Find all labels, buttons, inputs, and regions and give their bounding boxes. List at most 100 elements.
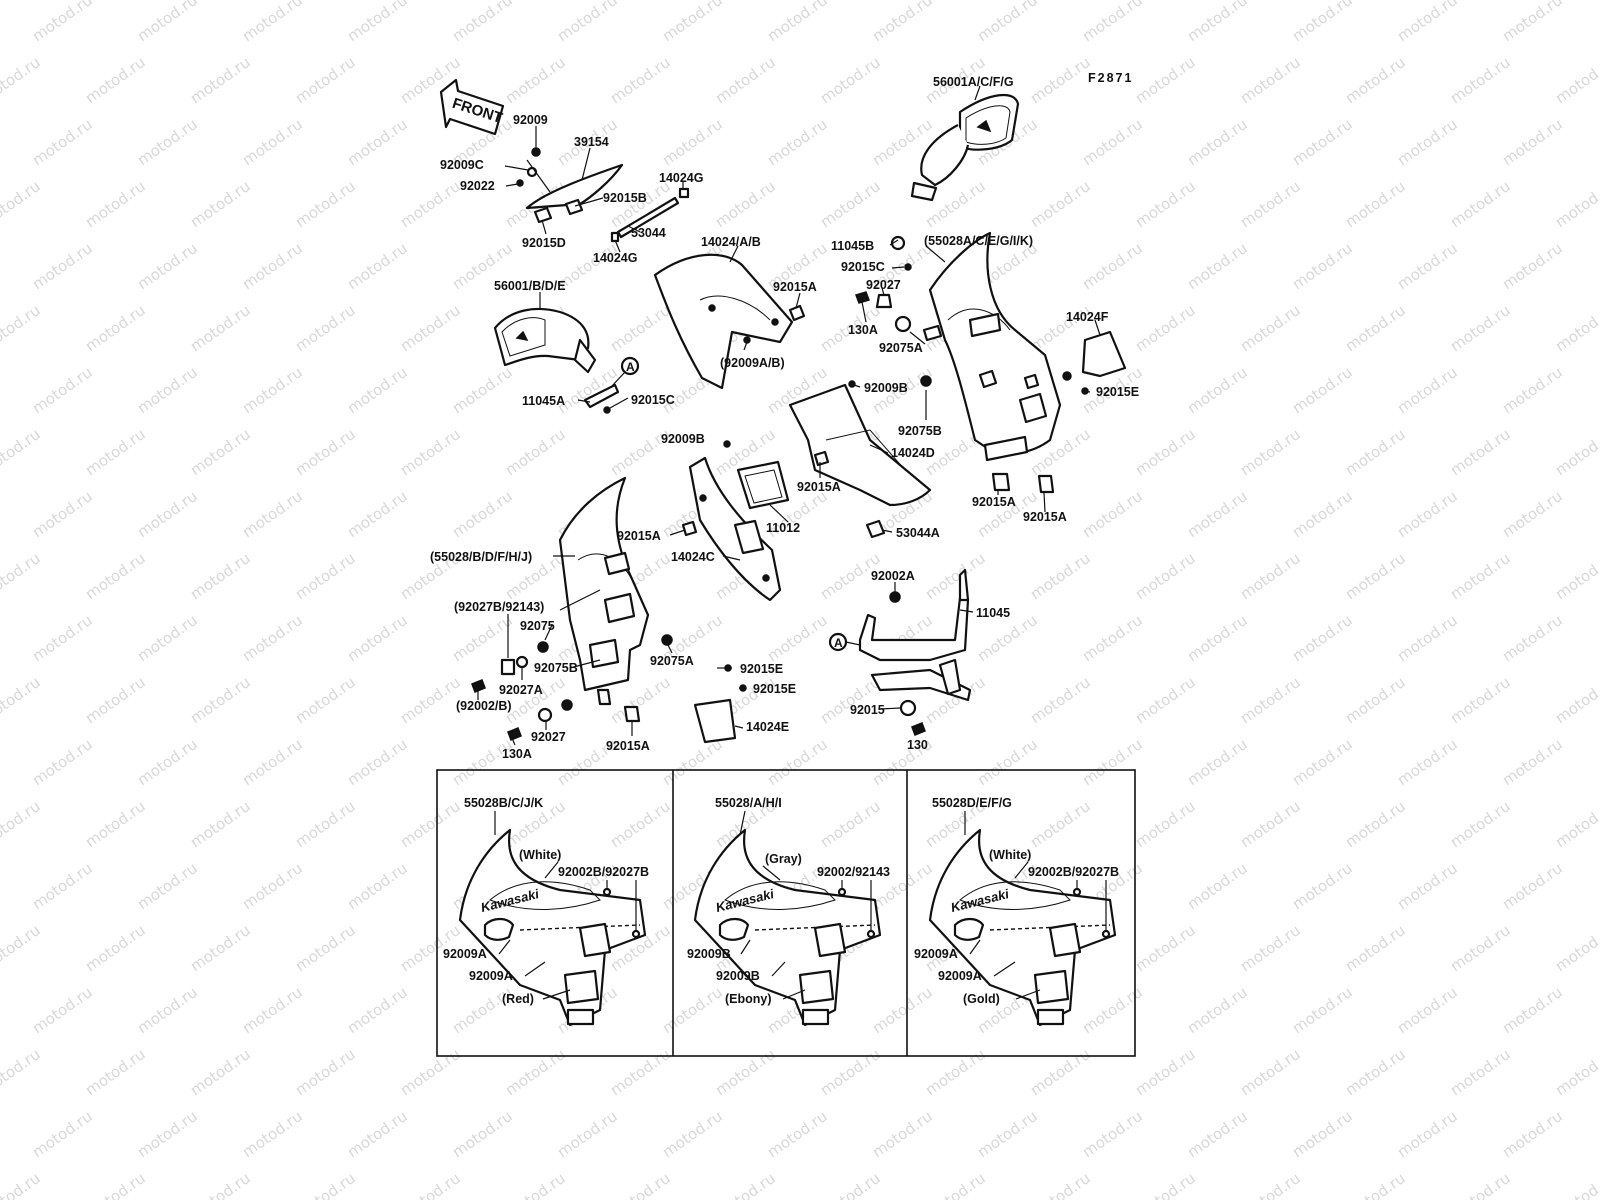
variant-3-screw-b: 92009A	[938, 969, 982, 983]
variant-2-color-bottom: (Ebony)	[725, 992, 772, 1006]
label-14024g-b: 14024G	[593, 251, 637, 265]
watermark-text: motod.ru	[764, 115, 831, 169]
watermark-text: motod.ru	[1342, 177, 1409, 231]
watermark-text: motod.ru	[607, 1045, 674, 1099]
front-arrow-icon: FRONT	[439, 78, 504, 136]
label-92027a: 92027A	[499, 683, 543, 697]
label-92009c: 92009C	[440, 158, 484, 172]
watermark-text: motod.ru	[1447, 921, 1514, 975]
watermark-text: motod.ru	[1552, 549, 1600, 603]
variant-3-screw-a: 92009A	[914, 947, 958, 961]
label-92015a-f: 92015A	[606, 739, 650, 753]
label-92015a-c: 92015A	[972, 495, 1016, 509]
watermark-text: motod.ru	[1027, 797, 1094, 851]
label-55028-lh: (55028/B/D/F/H/J)	[430, 550, 532, 564]
watermark-text: motod.ru	[712, 177, 779, 231]
watermark-text: motod.ru	[764, 735, 831, 789]
label-92015a-d: 92015A	[1023, 510, 1067, 524]
watermark-text: motod.ru	[344, 239, 411, 293]
watermark-text: motod.ru	[82, 177, 149, 231]
watermark-text: motod.ru	[82, 301, 149, 355]
watermark-text: motod.ru	[1447, 1045, 1514, 1099]
watermark-text: motod.ru	[1342, 301, 1409, 355]
watermark-text: motod.ru	[1237, 53, 1304, 107]
watermark-text: motod.ru	[1237, 673, 1304, 727]
watermark-text: motod.ru	[82, 921, 149, 975]
watermark-text: motod.ru	[292, 673, 359, 727]
watermark-text: motod.ru	[134, 0, 201, 45]
watermark-text: motod.ru	[449, 487, 516, 541]
watermark-text: motod.ru	[344, 859, 411, 913]
watermark-text: motod.ru	[1132, 797, 1199, 851]
watermark-text: motod.ru	[922, 1045, 989, 1099]
watermark-text: motod.ru	[1394, 735, 1461, 789]
watermark-text: motod.ru	[29, 115, 96, 169]
watermark-text: motod.ru	[1552, 425, 1600, 479]
watermark-text: motod.ru	[239, 239, 306, 293]
watermark-text: motod.ru	[1289, 1107, 1356, 1161]
watermark-text: motod.ru	[1552, 53, 1600, 107]
label-92075b-b: 92075B	[534, 661, 578, 675]
watermark-text: motod.ru	[1237, 301, 1304, 355]
watermark-text: motod.ru	[974, 1107, 1041, 1161]
watermark-text: motod.ru	[1394, 0, 1461, 45]
watermark-text: motod.ru	[1499, 983, 1566, 1037]
watermark-text: motod.ru	[1447, 549, 1514, 603]
watermark-text: motod.ru	[817, 673, 884, 727]
watermark-text: motod.ru	[1499, 611, 1566, 665]
watermark-text: motod.ru	[659, 983, 726, 1037]
fasteners-right-drawing	[848, 235, 1089, 494]
variant-panel-2: Kawasaki 55028/A/H/I (Gray) 92002/92143 …	[687, 796, 890, 1027]
watermark-text: motod.ru	[607, 797, 674, 851]
label-130: 130	[907, 738, 928, 752]
watermark-text: motod.ru	[502, 53, 569, 107]
watermark-text: motod.ru	[502, 425, 569, 479]
watermark-text: motod.ru	[1184, 735, 1251, 789]
variant-3-color-top: (White)	[989, 848, 1031, 862]
watermark-text: motod.ru	[869, 983, 936, 1037]
watermark-text: motod.ru	[1552, 673, 1600, 727]
watermark-text: motod.ru	[344, 735, 411, 789]
watermark-text: motod.ru	[82, 425, 149, 479]
label-92075a-a: 92075A	[879, 341, 923, 355]
watermark-text: motod.ru	[397, 177, 464, 231]
watermark-text: motod.ru	[1342, 53, 1409, 107]
watermark-text: motod.ru	[502, 1169, 569, 1200]
watermark-text: motod.ru	[1499, 1107, 1566, 1161]
watermark-text: motod.ru	[187, 921, 254, 975]
label-14024f: 14024F	[1066, 310, 1109, 324]
watermark-text: motod.ru	[0, 1045, 44, 1099]
watermark-text: motod.ru	[82, 1045, 149, 1099]
label-92002b: (92002/B)	[456, 699, 512, 713]
watermark-text: motod.ru	[1289, 0, 1356, 45]
variant-panels: Kawasaki 55028B/C/J/K (White) 92002B/920…	[436, 769, 1136, 1057]
label-14024g-a: 14024G	[659, 171, 703, 185]
watermark-text: motod.ru	[1132, 53, 1199, 107]
watermark-text: motod.ru	[29, 859, 96, 913]
watermark-text: motod.ru	[1079, 0, 1146, 45]
watermark-text: motod.ru	[397, 425, 464, 479]
watermark-text: motod.ru	[239, 735, 306, 789]
variant-1-part: 55028B/C/J/K	[464, 796, 543, 810]
label-92027-b: 92027	[531, 730, 566, 744]
watermark-text: motod.ru	[1342, 1045, 1409, 1099]
label-92022: 92022	[460, 179, 495, 193]
watermark-text: motod.ru	[134, 487, 201, 541]
label-14024c: 14024C	[671, 550, 715, 564]
watermark-text: motod.ru	[292, 53, 359, 107]
watermark-text: motod.ru	[292, 425, 359, 479]
watermark-text: motod.ru	[1079, 1107, 1146, 1161]
watermark-text: motod.ru	[344, 1107, 411, 1161]
trim-strip-drawing	[610, 187, 690, 243]
watermark-text: motod.ru	[1552, 1045, 1600, 1099]
watermark-text: motod.ru	[659, 1107, 726, 1161]
watermark-text: motod.ru	[239, 1107, 306, 1161]
watermark-text: motod.ru	[239, 0, 306, 45]
watermark-text: motod.ru	[239, 115, 306, 169]
upper-cowl-right-drawing	[928, 231, 1062, 462]
watermark-text: motod.ru	[1237, 425, 1304, 479]
watermark-text: motod.ru	[1237, 921, 1304, 975]
watermark-text: motod.ru	[1394, 859, 1461, 913]
watermark-text: motod.ru	[1184, 1107, 1251, 1161]
